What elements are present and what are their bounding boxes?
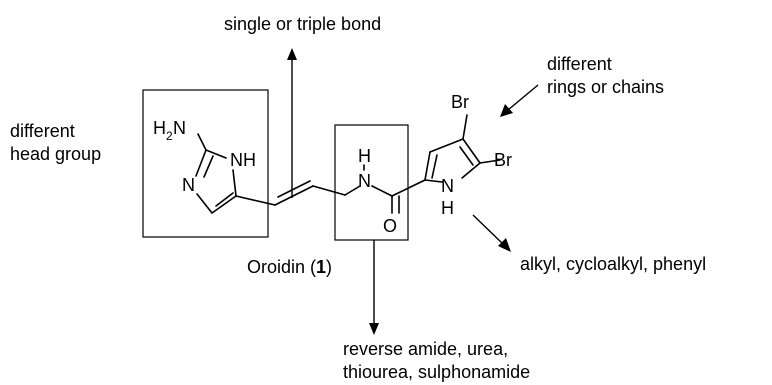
compound-close: ) bbox=[326, 257, 332, 277]
bond-c4-c5-double bbox=[215, 192, 234, 207]
bond-n-carbonyl bbox=[371, 185, 393, 197]
imidazole-ring bbox=[195, 133, 237, 214]
bond-c2-nh2 bbox=[197, 133, 207, 151]
bond-n-c2 bbox=[424, 179, 443, 183]
bond-c2-c3-double bbox=[431, 154, 438, 179]
bond-c4-c5 bbox=[211, 195, 237, 214]
bond-ch2-nh bbox=[344, 185, 361, 196]
compound-label: Oroidin (1) bbox=[247, 257, 332, 277]
bond-ch-ch2 bbox=[312, 185, 346, 196]
pyrrole-ring bbox=[424, 114, 501, 183]
ring-modification-label-1: different bbox=[547, 54, 612, 74]
linker-label-1: reverse amide, urea, bbox=[343, 339, 508, 359]
bond-n3-c4 bbox=[196, 193, 213, 214]
bond-c2-nh bbox=[205, 149, 227, 159]
side-chain bbox=[235, 180, 361, 206]
compound-number: 1 bbox=[316, 257, 326, 277]
ring-modification-arrowhead bbox=[500, 104, 513, 117]
compound-name: Oroidin ( bbox=[247, 257, 316, 277]
amide-n-label: N bbox=[358, 171, 371, 191]
bond-c5-ch bbox=[235, 195, 276, 206]
bond-c4-c5 bbox=[462, 138, 481, 164]
head-group-box bbox=[142, 89, 269, 238]
bond-c3-c4 bbox=[429, 138, 464, 153]
pyrrole-h-label: H bbox=[441, 198, 454, 218]
bond-modification-label: single or triple bond bbox=[224, 14, 381, 34]
head-group-label-1: different bbox=[10, 121, 75, 141]
ring-modification-label-2: rings or chains bbox=[547, 77, 664, 97]
amino-h: H bbox=[153, 118, 166, 138]
n-substituent-arrowhead bbox=[498, 238, 511, 252]
bond-c4-br bbox=[462, 114, 468, 140]
amino-subscript: 2 bbox=[166, 129, 173, 143]
bond-c2-n3-double bbox=[203, 155, 214, 178]
amino-n: N bbox=[173, 118, 186, 138]
head-group-label-2: head group bbox=[10, 144, 101, 164]
bond-c4-c5-double bbox=[459, 146, 474, 166]
pyrrole-n-label: N bbox=[441, 176, 454, 196]
bond-c5-n bbox=[461, 162, 481, 179]
ring-modification-arrow bbox=[507, 84, 539, 111]
imidazole-nh-label: NH bbox=[230, 150, 256, 170]
amide-h-label: H bbox=[358, 146, 371, 166]
bond-c5-br bbox=[479, 159, 501, 164]
bond-c2-c3 bbox=[424, 151, 431, 181]
imidazole-n-label: N bbox=[182, 175, 195, 195]
bond-ch-ch bbox=[274, 185, 314, 206]
n-substituent-arrow bbox=[472, 214, 504, 245]
bond-c5-nh bbox=[232, 169, 237, 197]
n-substituent-label: alkyl, cycloalkyl, phenyl bbox=[520, 254, 706, 274]
linker-arrowhead bbox=[369, 323, 379, 335]
bromine-upper-label: Br bbox=[451, 92, 469, 112]
bond-modification-arrowhead bbox=[287, 48, 297, 60]
linker-box bbox=[334, 124, 409, 241]
bond-c2-n3 bbox=[195, 149, 207, 177]
linker-label-2: thiourea, sulphonamide bbox=[343, 362, 530, 382]
bond-carbonyl-pyrrole bbox=[391, 179, 426, 197]
amide-o-label: O bbox=[383, 216, 397, 236]
bromine-right-label: Br bbox=[494, 150, 512, 170]
bond-ch-ch-double bbox=[277, 180, 311, 198]
